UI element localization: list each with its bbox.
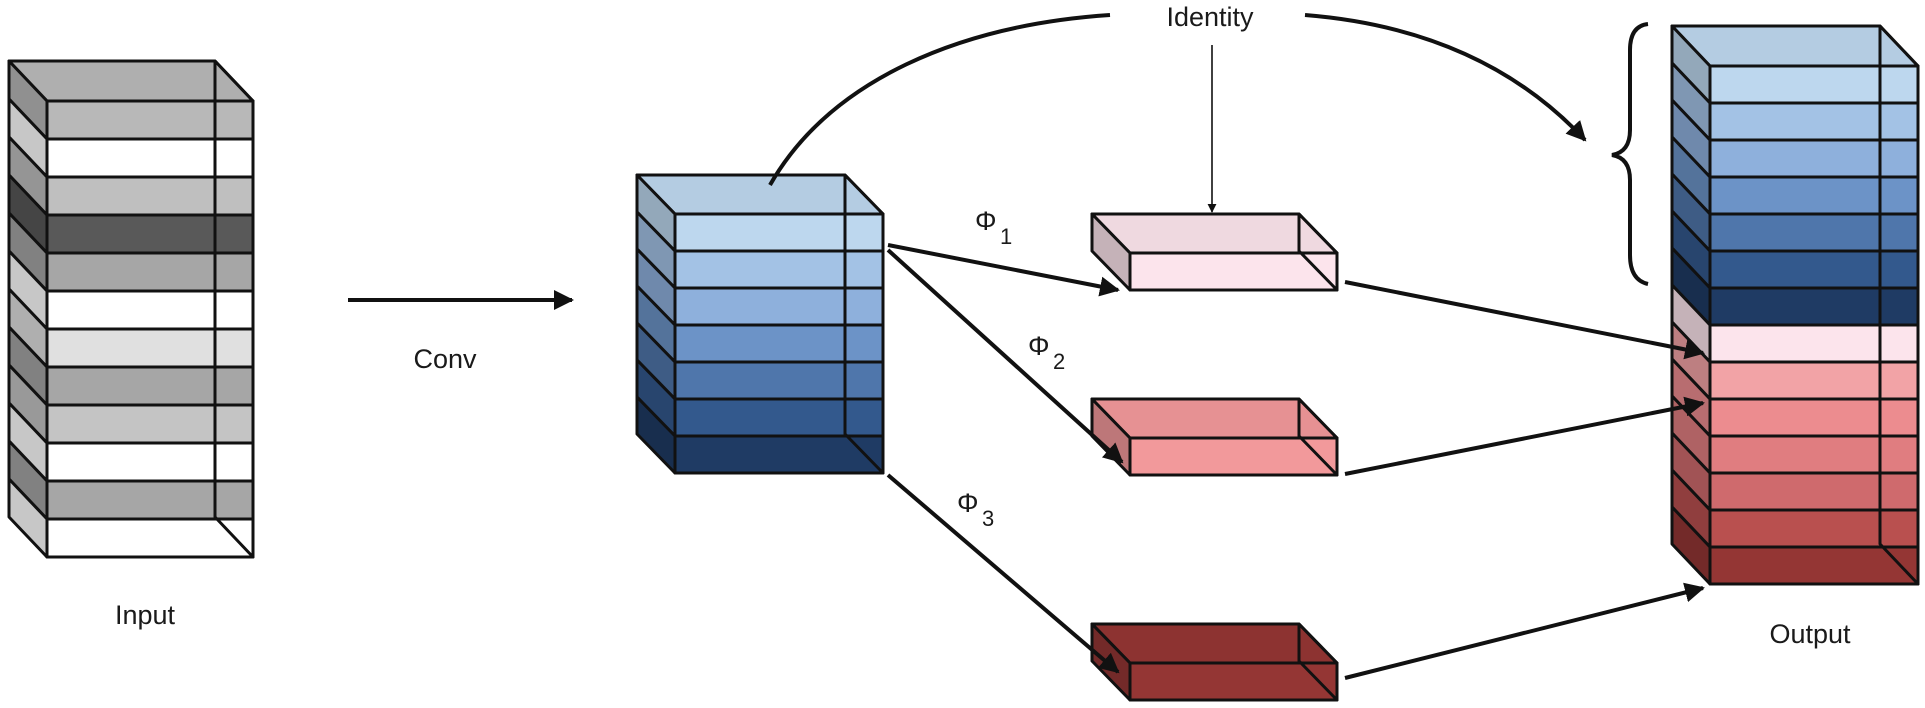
branch1-to-output-arrow [1344, 280, 1705, 360]
conv-feature-stack [635, 173, 885, 475]
input-slab-10 [45, 441, 255, 483]
svg-text:1: 1 [1000, 224, 1012, 249]
arrows [348, 13, 1705, 680]
phi1-label: Φ 1 [975, 206, 1012, 249]
output-brace [1611, 22, 1649, 286]
output-slab-12 [1708, 471, 1920, 512]
input-slab-1 [45, 99, 255, 141]
identity-curve-right [1304, 13, 1587, 142]
phi3-label: Φ 3 [957, 488, 994, 531]
branch2-to-output-arrow [1344, 396, 1705, 476]
output-slab-4 [1708, 175, 1920, 216]
phi2-arrow [886, 248, 1124, 464]
conv-right-edge [843, 173, 885, 475]
input-right-edge [213, 59, 255, 559]
phi1-arrow [887, 243, 1120, 297]
svg-text:3: 3 [982, 506, 994, 531]
branch3-to-output-arrow [1344, 582, 1705, 680]
input-slab-8 [45, 365, 255, 407]
input-slab-7 [45, 327, 255, 369]
phi2-label: Φ 2 [1028, 331, 1065, 374]
conv-slab-2 [673, 249, 885, 290]
svg-text:Φ: Φ [975, 206, 997, 236]
input-slab-11 [45, 479, 255, 521]
branch-phi1-block [1090, 212, 1339, 292]
output-slab-7 [1708, 286, 1920, 327]
conv-slab-1 [673, 212, 885, 253]
input-stack [7, 59, 255, 559]
conv-slab-6 [673, 397, 885, 438]
output-label: Output [1769, 619, 1851, 649]
svg-text:Φ: Φ [957, 488, 979, 518]
output-slab-1 [1708, 64, 1920, 105]
output-slab-13 [1708, 508, 1920, 549]
output-slab-5 [1708, 212, 1920, 253]
output-slab-3 [1708, 138, 1920, 179]
identity-curve-left [768, 13, 1111, 186]
input-slab-6 [45, 289, 255, 331]
conv-slab-4 [673, 323, 885, 364]
output-slab-9 [1708, 360, 1920, 401]
output-slab-6 [1708, 249, 1920, 290]
svg-text:2: 2 [1053, 349, 1065, 374]
phi3-arrow [886, 473, 1120, 674]
output-slab-10 [1708, 397, 1920, 438]
conv-label: Conv [413, 344, 477, 374]
input-slab-9 [45, 403, 255, 445]
input-label: Input [115, 600, 176, 630]
output-slab-2 [1708, 101, 1920, 142]
branch1-right-edge [1297, 212, 1339, 292]
output-slab-8 [1708, 323, 1920, 364]
identity-label: Identity [1166, 2, 1254, 32]
input-slab-2 [45, 137, 255, 179]
output-stack [1670, 24, 1920, 586]
input-slab-5 [45, 251, 255, 293]
branch-phi2-block [1090, 397, 1339, 477]
branch2-right-edge [1297, 397, 1339, 477]
branch-phi3-block [1090, 622, 1339, 702]
svg-text:Φ: Φ [1028, 331, 1050, 361]
input-slab-4 [45, 213, 255, 255]
output-right-edge [1878, 24, 1920, 586]
input-slab-3 [45, 175, 255, 217]
conv-slab-3 [673, 286, 885, 327]
conv-slab-5 [673, 360, 885, 401]
output-slab-11 [1708, 434, 1920, 475]
branch3-right-edge [1297, 622, 1339, 702]
